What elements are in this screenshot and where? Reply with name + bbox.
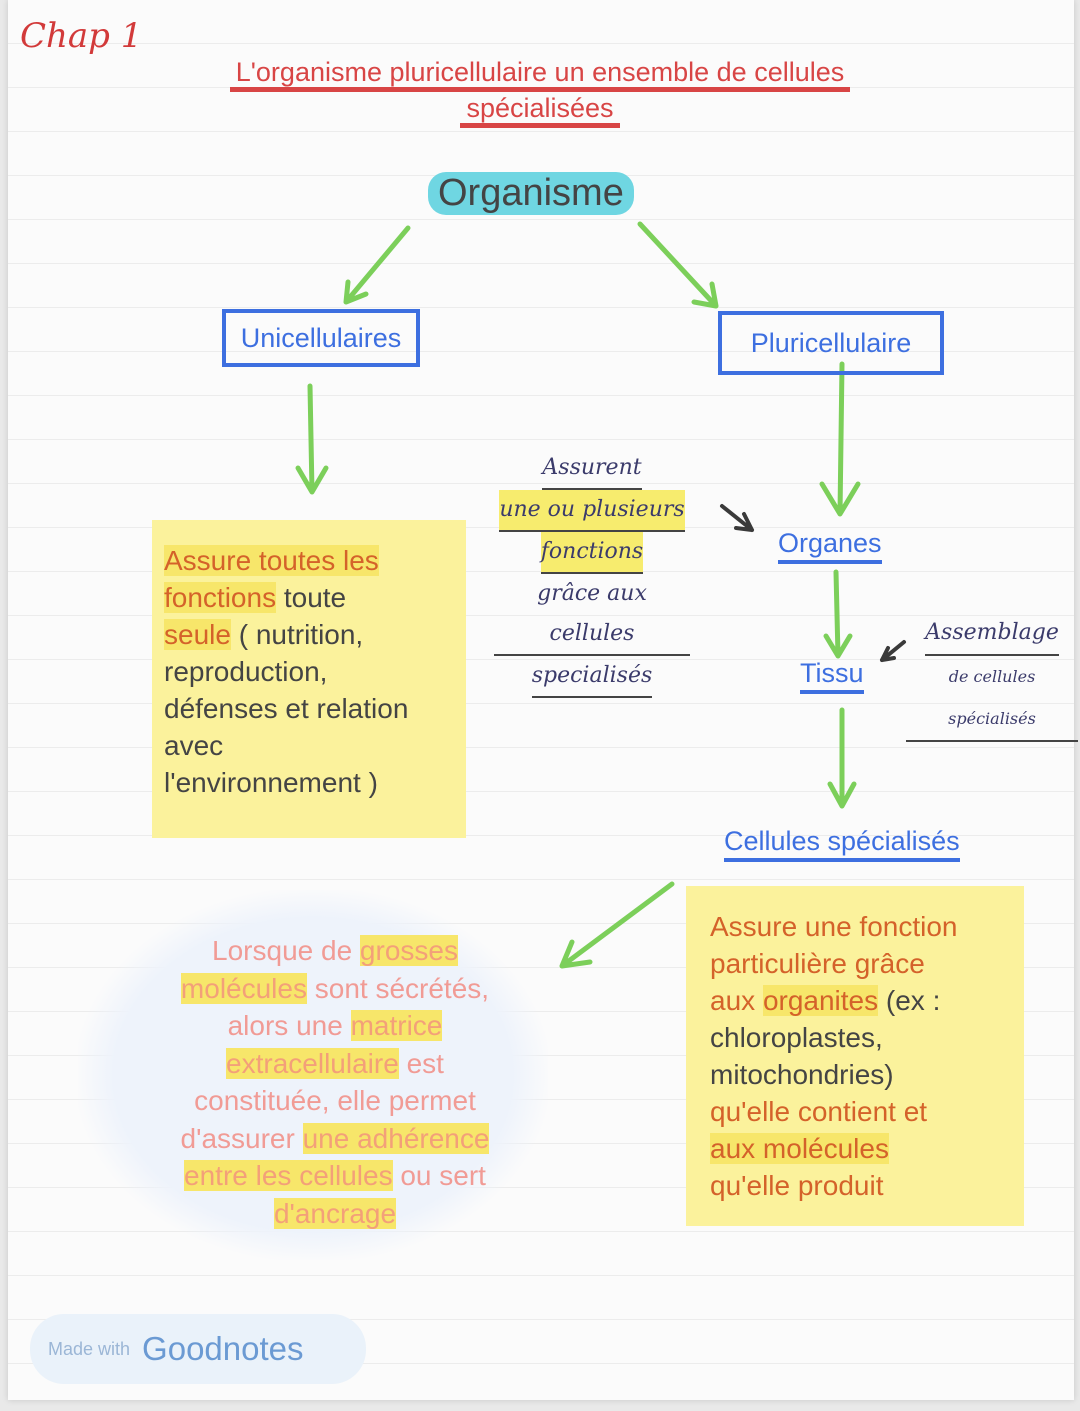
chapter-label: Chap 1 [20,16,143,56]
node-cellules-specialises: Cellules spécialisés [724,826,960,862]
handnote-tissu: Assemblage de cellules spécialisés [906,612,1078,742]
node-organes: Organes [778,528,882,564]
arrow-organes-to-tissu [823,569,853,659]
page-title-line1: L'organisme pluricellulaire un ensemble … [0,54,1080,92]
node-pluricellulaire: Pluricellulaire [718,311,944,375]
arrow-tissu-to-cellules [827,707,857,809]
note-unicellulaires: Assure toutes les fonctions toute seule … [152,520,466,838]
arrow-organisme-to-pluricellulaire [637,221,719,309]
page-title-line2: spécialisées [0,90,1080,128]
node-organisme: Organisme [428,172,634,215]
arrow-pluri-to-organes [819,361,861,517]
goodnotes-badge: Made with Goodnotes [30,1314,366,1384]
node-tissu: Tissu [800,658,864,694]
arrow-handnote-to-tissu [880,640,906,662]
node-unicellulaires: Unicellulaires [222,309,420,367]
arrow-uni-to-note [295,383,329,495]
cloud-text: Lorsque de grosses molécules sont sécrét… [180,935,490,1229]
arrow-cellules-to-cloud [559,881,675,969]
arrow-handnote-to-organes [720,504,754,532]
handnote-organes: Assurent une ou plusieurs fonctions grâc… [494,448,690,698]
arrow-organisme-to-unicellulaires [343,225,411,305]
note-cellules-specialises: Assure une fonction particulière grâce a… [686,886,1024,1226]
